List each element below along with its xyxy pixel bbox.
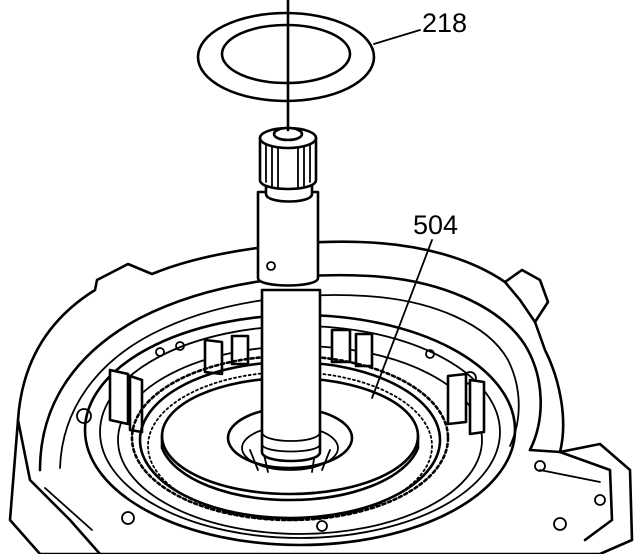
callout-504-label: 504 bbox=[413, 210, 458, 240]
callout-218: 218 bbox=[373, 8, 467, 45]
callout-504: 504 bbox=[371, 210, 458, 399]
thrust-washer bbox=[196, 11, 376, 103]
clutch-drum bbox=[83, 313, 517, 547]
input-shaft bbox=[256, 0, 322, 463]
callout-218-label: 218 bbox=[422, 8, 467, 38]
